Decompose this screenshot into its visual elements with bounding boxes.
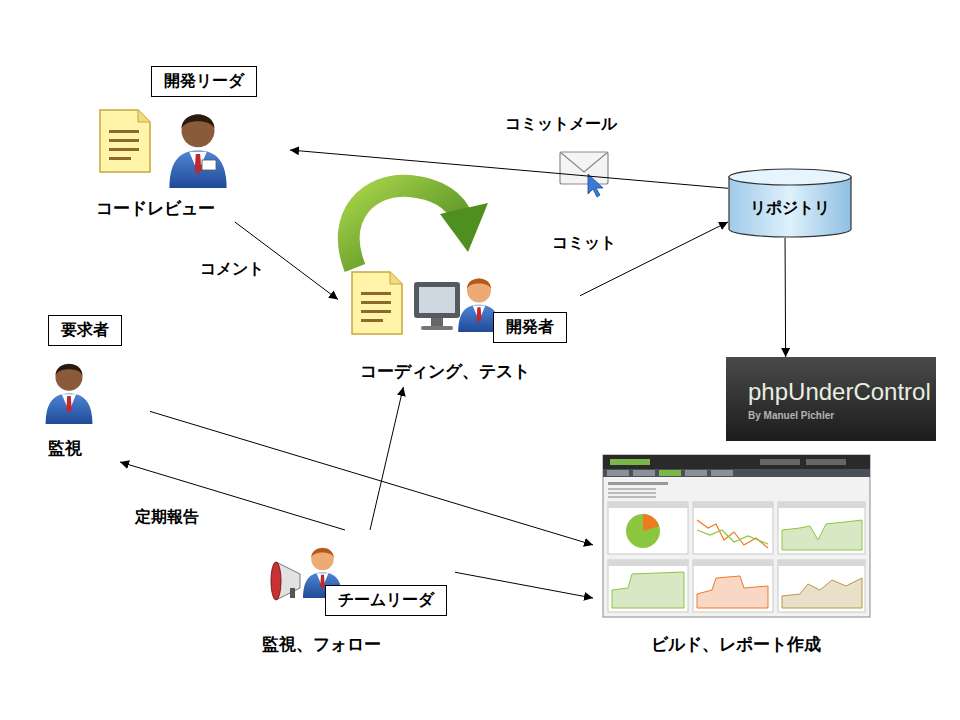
developer-figure xyxy=(414,282,460,318)
team-leader-figure xyxy=(271,562,281,600)
report-screenshot xyxy=(685,470,707,476)
report-screenshot xyxy=(693,560,773,566)
developer-figure xyxy=(352,272,500,334)
report-screenshot xyxy=(778,502,865,508)
report-screenshot xyxy=(633,470,655,476)
person-node: 要求者監視 xyxy=(30,310,150,462)
report-screenshot xyxy=(760,459,800,465)
activity-caption: コードレビュー xyxy=(80,197,230,220)
arrow-connector xyxy=(120,462,345,530)
report-screenshot xyxy=(612,572,684,608)
activity-caption: 監視、フォロー xyxy=(262,633,381,656)
report-screenshot xyxy=(711,470,733,476)
report-screenshot xyxy=(782,520,862,550)
report-screenshot xyxy=(608,492,656,494)
arrow-connector xyxy=(290,150,728,188)
report-screenshot xyxy=(607,470,629,476)
cycle-arrow xyxy=(440,203,488,252)
edge-label: 定期報告 xyxy=(133,506,201,529)
report-screenshot xyxy=(603,455,870,617)
edge-label: コミット xyxy=(550,232,618,255)
report-screenshot xyxy=(782,578,862,608)
report-screenshot xyxy=(608,560,688,612)
cycle-arrow xyxy=(349,186,462,268)
role-label: 要求者 xyxy=(48,315,122,346)
mail-icon xyxy=(560,152,608,184)
report-screenshot xyxy=(806,459,846,465)
report-screenshot xyxy=(693,502,773,554)
developer-figure xyxy=(419,287,455,313)
arrow-connector xyxy=(785,238,787,357)
report-screenshot xyxy=(603,455,870,469)
report-screenshot xyxy=(608,488,656,490)
role-label: 開発者 xyxy=(493,312,567,343)
activity-caption: コーディング、テスト xyxy=(340,360,550,383)
logo-text: phpUnderControl xyxy=(748,378,936,406)
report-screenshot xyxy=(643,514,659,531)
report-screenshot xyxy=(608,482,668,485)
report-screenshot xyxy=(608,502,688,554)
leader-figure xyxy=(100,110,227,188)
leader-figure xyxy=(169,114,226,188)
cylinder-top xyxy=(729,169,851,185)
person-node: 開発リーダコードレビュー xyxy=(78,62,290,222)
developer-figure xyxy=(421,326,453,330)
activity-caption: 監視 xyxy=(48,437,82,460)
report-screenshot xyxy=(697,530,768,544)
report-screenshot xyxy=(778,560,865,612)
arrow-connector xyxy=(455,572,593,598)
report-screenshot xyxy=(610,459,650,465)
report-screenshot xyxy=(603,469,870,477)
report-screenshot xyxy=(626,514,660,548)
cycle-arrow xyxy=(349,186,488,268)
report-screenshot xyxy=(659,470,681,476)
edge-label: コミットメール xyxy=(503,113,619,136)
team-leader-figure xyxy=(290,588,295,598)
repository-cylinder: リポジトリ xyxy=(728,168,852,238)
report-screenshot xyxy=(693,502,773,508)
mail-icon xyxy=(560,152,608,172)
report-screenshot xyxy=(693,560,773,612)
report-screenshot xyxy=(778,502,865,554)
report-screenshot xyxy=(608,496,656,498)
logo-subtitle: By Manuel Pichler xyxy=(748,410,936,421)
report-node: ビルド、レポート作成 xyxy=(593,450,879,660)
activity-caption: ビルド、レポート作成 xyxy=(595,633,877,656)
report-screenshot xyxy=(697,576,768,608)
report-screenshot xyxy=(603,455,870,617)
arrow-connector xyxy=(370,387,403,530)
developer-figure xyxy=(352,272,402,334)
leader-figure xyxy=(100,110,150,172)
person-node: 開発者コーディング、テスト xyxy=(338,262,580,387)
edge-label: コメント xyxy=(198,258,266,281)
report-screenshot xyxy=(608,560,688,566)
role-label: チームリーダ xyxy=(325,585,447,616)
requester-figure xyxy=(46,364,93,424)
developer-figure xyxy=(431,318,443,326)
cylinder-body xyxy=(729,177,851,237)
leader-figure xyxy=(202,160,216,170)
repository-label: リポジトリ xyxy=(750,198,830,219)
role-label: 開発リーダ xyxy=(151,66,257,97)
requester-figure xyxy=(46,364,93,424)
report-screenshot xyxy=(778,560,865,566)
person-node: チームリーダ監視、フォロー xyxy=(255,530,455,658)
report-screenshot xyxy=(608,502,688,508)
report-screenshot xyxy=(697,520,768,548)
logo-box: phpUnderControl By Manuel Pichler xyxy=(726,357,936,441)
